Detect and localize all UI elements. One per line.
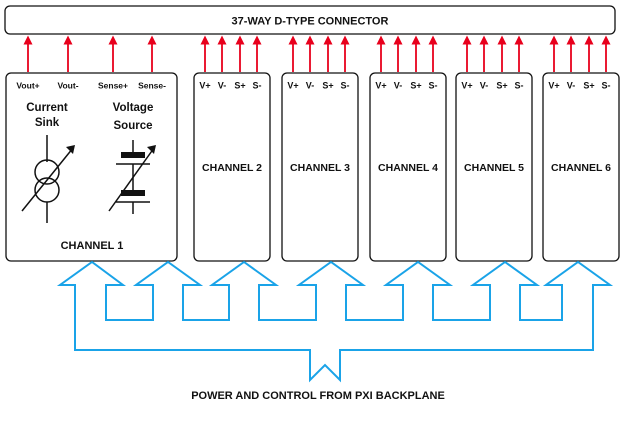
channel-4-pin-label: S- (429, 81, 438, 91)
channel-1-box (5, 72, 178, 262)
channel-5-pin-label: V+ (461, 81, 472, 91)
channel-4-label: CHANNEL 4 (378, 162, 438, 174)
connector-bar (4, 5, 616, 35)
channel-5-pin-label: S- (515, 81, 524, 91)
channel-3-label: CHANNEL 3 (290, 162, 350, 174)
connector-label: 37-WAY D-TYPE CONNECTOR (232, 16, 389, 28)
channel-6-label: CHANNEL 6 (551, 162, 611, 174)
variable-voltage-source-icon (108, 140, 156, 214)
current-sink-label-line1: Current (26, 102, 68, 114)
channel-5-label: CHANNEL 5 (464, 162, 524, 174)
channel-2-pin-label: V+ (199, 81, 210, 91)
channel-6-pin-label: S- (602, 81, 611, 91)
channel-5-pin-label: V- (480, 81, 489, 91)
channel-3-box (281, 72, 359, 262)
current-sink-label-line2: Sink (35, 117, 60, 129)
channel-2-pin-label: S+ (234, 81, 245, 91)
voltage-source-label-line2: Source (114, 120, 153, 132)
backplane-label: POWER AND CONTROL FROM PXI BACKPLANE (191, 390, 445, 402)
channel-1-pin-sense-minus: Sense- (138, 81, 166, 91)
channel-3-pin-label: S+ (322, 81, 333, 91)
channel-boxes: V+ V- S+ S- CHANNEL 2 V+ V- S+ S- CHANNEL 3 V+ V- S+… (193, 72, 620, 262)
channel-1-pin-vout-plus: Vout+ (16, 81, 39, 91)
channel-1-pin-vout-minus: Vout- (57, 81, 78, 91)
signal-arrows (23, 35, 611, 72)
channel-4-pin-label: V+ (375, 81, 386, 91)
channel-1-label: CHANNEL 1 (61, 240, 124, 252)
voltage-source-label-line1: Voltage (113, 102, 154, 114)
channel-5-box (455, 72, 533, 262)
channel-6-box (542, 72, 620, 262)
channel-3-pin-label: S- (341, 81, 350, 91)
channel-4-pin-label: S+ (410, 81, 421, 91)
channel-6-pin-label: V+ (548, 81, 559, 91)
channel-6-pin-label: S+ (583, 81, 594, 91)
channel-4-box (369, 72, 447, 262)
variable-current-sink-icon (21, 135, 75, 223)
channel-3-pin-label: V+ (287, 81, 298, 91)
channel-3-pin-label: V- (306, 81, 315, 91)
channel-5-pin-label: S+ (496, 81, 507, 91)
channel-4-pin-label: V- (394, 81, 403, 91)
channel-2-label: CHANNEL 2 (202, 162, 262, 174)
power-bus-arrows (56, 260, 614, 383)
channel-6-pin-label: V- (567, 81, 576, 91)
channel-2-box (193, 72, 271, 262)
channel-2-pin-label: S- (253, 81, 262, 91)
channel-2-pin-label: V- (218, 81, 227, 91)
channel-1-pin-sense-plus: Sense+ (98, 81, 128, 91)
